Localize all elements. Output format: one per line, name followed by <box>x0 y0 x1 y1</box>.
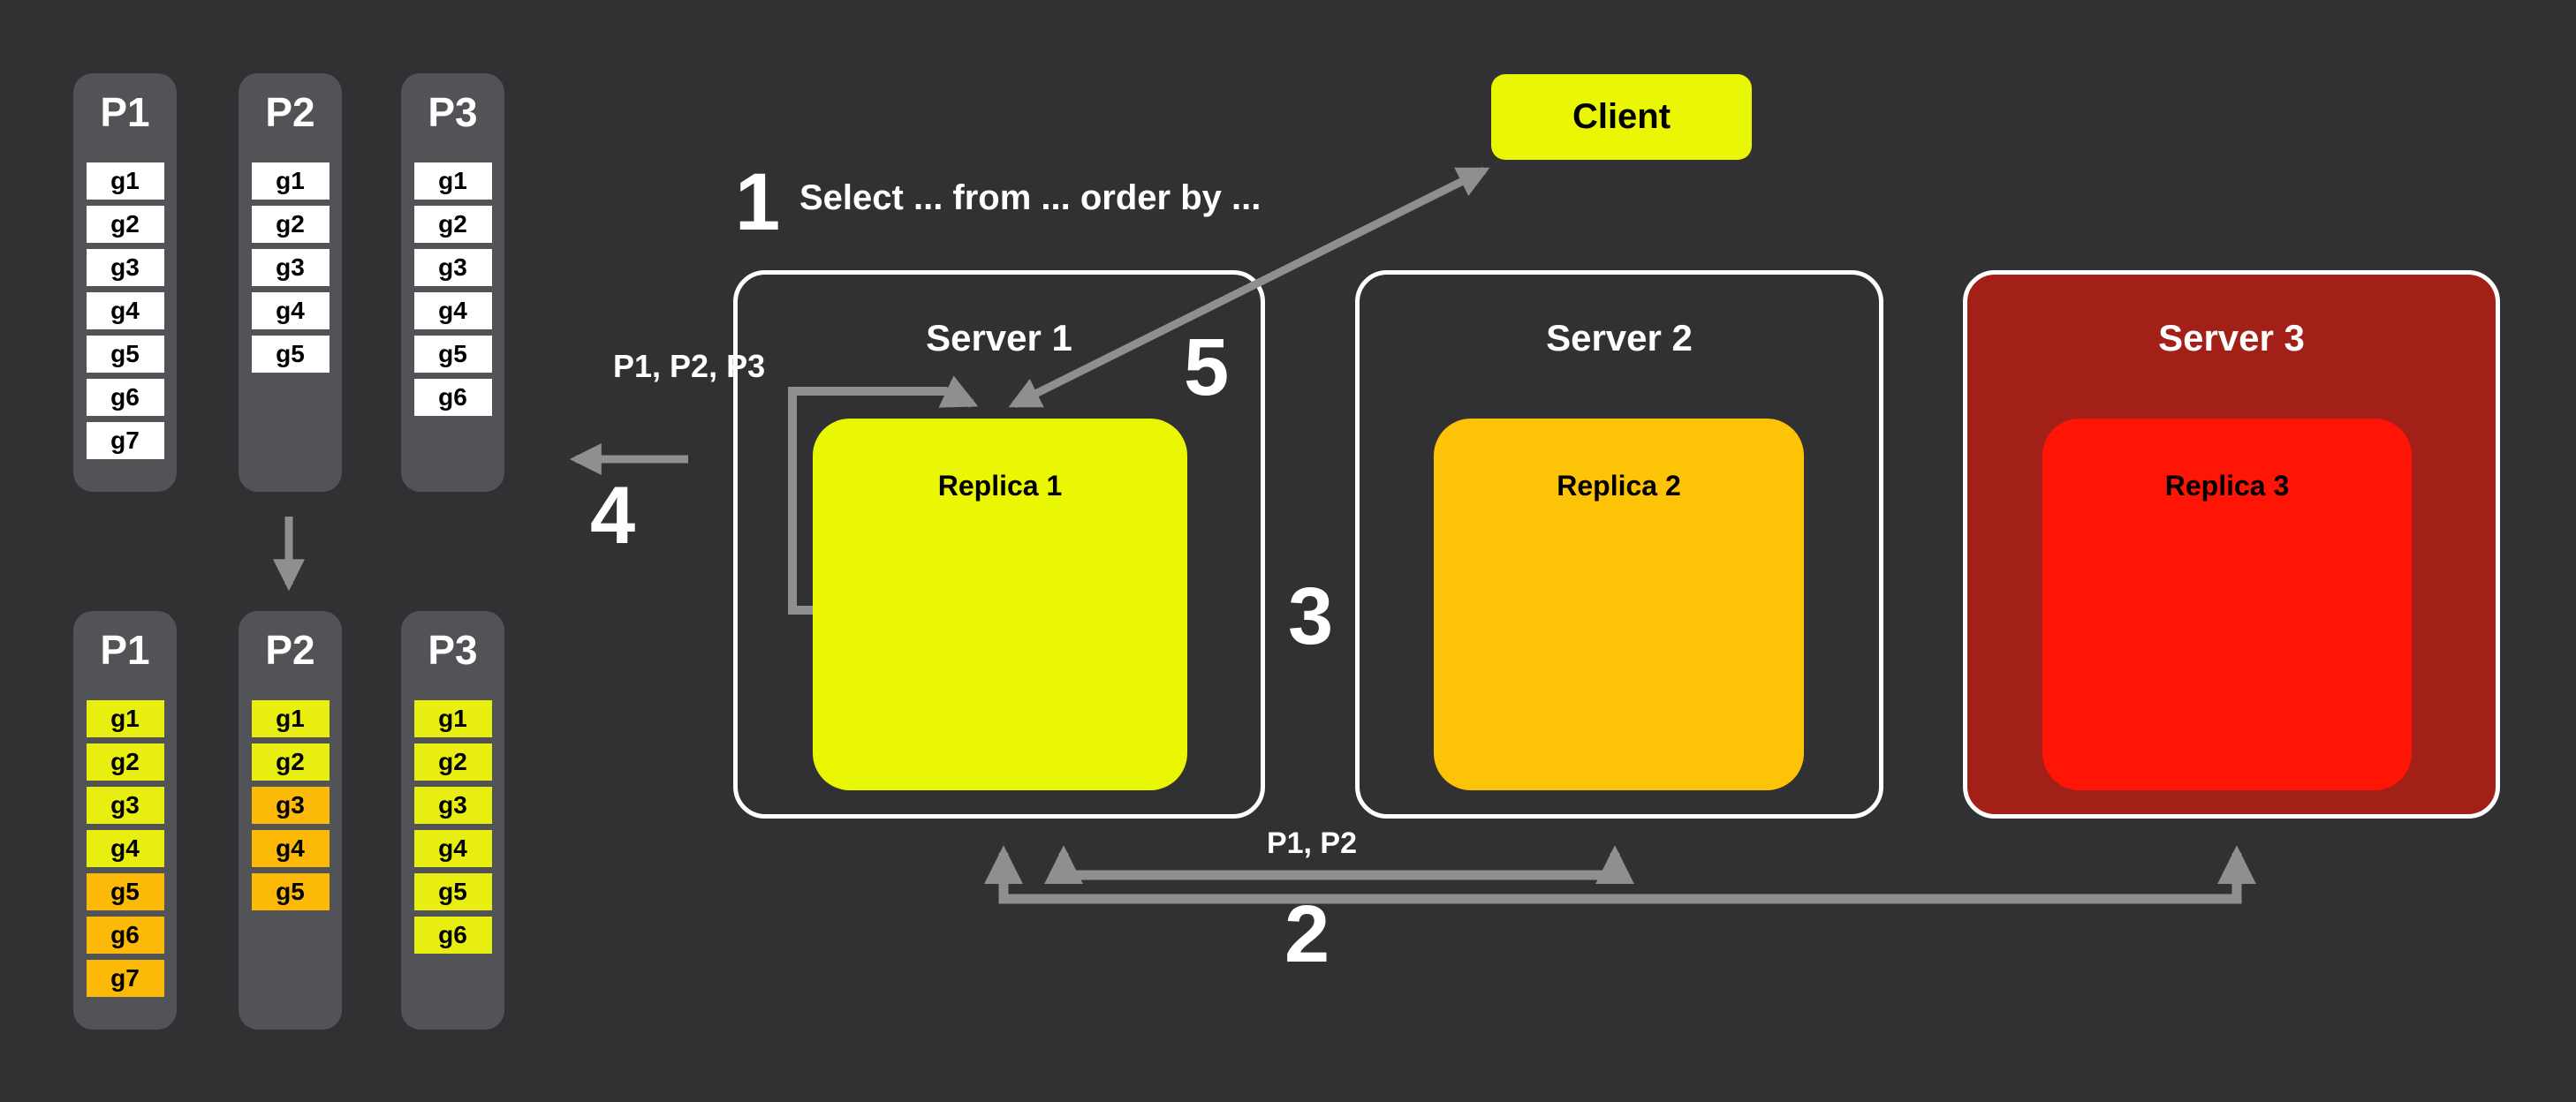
partition-cell: g5 <box>86 336 164 373</box>
partition-cell: g4 <box>251 292 330 329</box>
partition-column-before-p1: P1 g1 g2 g3 g4 g5 g6 g7 <box>73 73 177 492</box>
partition-column-label: P1 <box>100 627 150 673</box>
partition-cell: g1 <box>251 700 330 737</box>
partition-cell: g2 <box>251 206 330 243</box>
partition-cell: g7 <box>86 960 164 997</box>
replica-3-label: Replica 3 <box>2164 470 2290 502</box>
replicate-partitions-label: P1, P2 <box>1266 826 1358 860</box>
partition-cell: g1 <box>86 700 164 737</box>
partition-cell: g3 <box>413 249 492 286</box>
replica-3-box: Replica 3 <box>2042 419 2412 790</box>
partition-column-label: P2 <box>265 89 315 135</box>
server-2-label: Server 2 <box>1546 317 1693 359</box>
partition-cell: g4 <box>86 292 164 329</box>
partition-column-after-p2: P2 g1 g2 g3 g4 g5 <box>239 611 342 1030</box>
partition-cell: g5 <box>251 336 330 373</box>
partition-cells: g1 g2 g3 g4 g5 <box>239 700 342 910</box>
partition-cells: g1 g2 g3 g4 g5 g6 <box>401 162 504 416</box>
partition-cell: g4 <box>86 830 164 867</box>
step-4-number: 4 <box>590 471 636 561</box>
partition-column-after-p3: P3 g1 g2 g3 g4 g5 g6 <box>401 611 504 1030</box>
query-annotation: Select ... from ... order by ... <box>799 178 1261 217</box>
step-3-number: 3 <box>1288 571 1334 661</box>
partition-column-label: P1 <box>100 89 150 135</box>
replica-1-label: Replica 1 <box>937 470 1063 502</box>
partition-cells: g1 g2 g3 g4 g5 g6 <box>401 700 504 954</box>
server-2-box: Server 2 <box>1355 270 1883 819</box>
partition-cell: g7 <box>86 422 164 459</box>
partition-cells: g1 g2 g3 g4 g5 g6 g7 <box>73 700 177 997</box>
partition-cell: g5 <box>251 873 330 910</box>
server-1-label: Server 1 <box>926 317 1072 359</box>
partition-cell: g1 <box>413 700 492 737</box>
partition-cell: g2 <box>86 206 164 243</box>
partition-cell: g6 <box>413 917 492 954</box>
partition-column-label: P3 <box>428 627 478 673</box>
partition-cell: g4 <box>251 830 330 867</box>
partition-cell: g4 <box>413 830 492 867</box>
partition-column-label: P3 <box>428 89 478 135</box>
partition-cell: g1 <box>251 162 330 200</box>
step-2-number: 2 <box>1284 889 1330 979</box>
partition-cells: g1 g2 g3 g4 g5 <box>239 162 342 373</box>
client-box: Client <box>1491 74 1752 160</box>
client-label: Client <box>1572 97 1671 136</box>
partition-column-before-p2: P2 g1 g2 g3 g4 g5 <box>239 73 342 492</box>
partition-cell: g2 <box>251 743 330 781</box>
partition-column-label: P2 <box>265 627 315 673</box>
partition-cell: g1 <box>86 162 164 200</box>
server-3-label: Server 3 <box>2158 317 2305 359</box>
partition-column-after-p1: P1 g1 g2 g3 g4 g5 g6 g7 <box>73 611 177 1030</box>
partition-cell: g2 <box>413 206 492 243</box>
partition-cell: g6 <box>86 379 164 416</box>
partition-cell: g3 <box>251 787 330 824</box>
partition-cell: g5 <box>413 873 492 910</box>
partition-cell: g1 <box>413 162 492 200</box>
partition-cell: g2 <box>86 743 164 781</box>
partition-cell: g3 <box>413 787 492 824</box>
replicate-arrow-server3 <box>984 845 2256 904</box>
replica-1-box: Replica 1 <box>813 419 1187 790</box>
replica-2-box: Replica 2 <box>1434 419 1804 790</box>
step-5-number: 5 <box>1184 322 1230 412</box>
partition-cell: g6 <box>413 379 492 416</box>
partition-cell: g3 <box>251 249 330 286</box>
partition-cell: g4 <box>413 292 492 329</box>
partition-cells: g1 g2 g3 g4 g5 g6 g7 <box>73 162 177 459</box>
partition-cell: g2 <box>413 743 492 781</box>
partition-cell: g5 <box>86 873 164 910</box>
partition-column-before-p3: P3 g1 g2 g3 g4 g5 g6 <box>401 73 504 492</box>
step-1-number: 1 <box>735 157 781 247</box>
partition-cell: g3 <box>86 249 164 286</box>
route-partitions-label: P1, P2, P3 <box>613 348 766 384</box>
partition-cell: g3 <box>86 787 164 824</box>
replica-2-label: Replica 2 <box>1557 470 1681 502</box>
partition-cell: g6 <box>86 917 164 954</box>
partition-cell: g5 <box>413 336 492 373</box>
